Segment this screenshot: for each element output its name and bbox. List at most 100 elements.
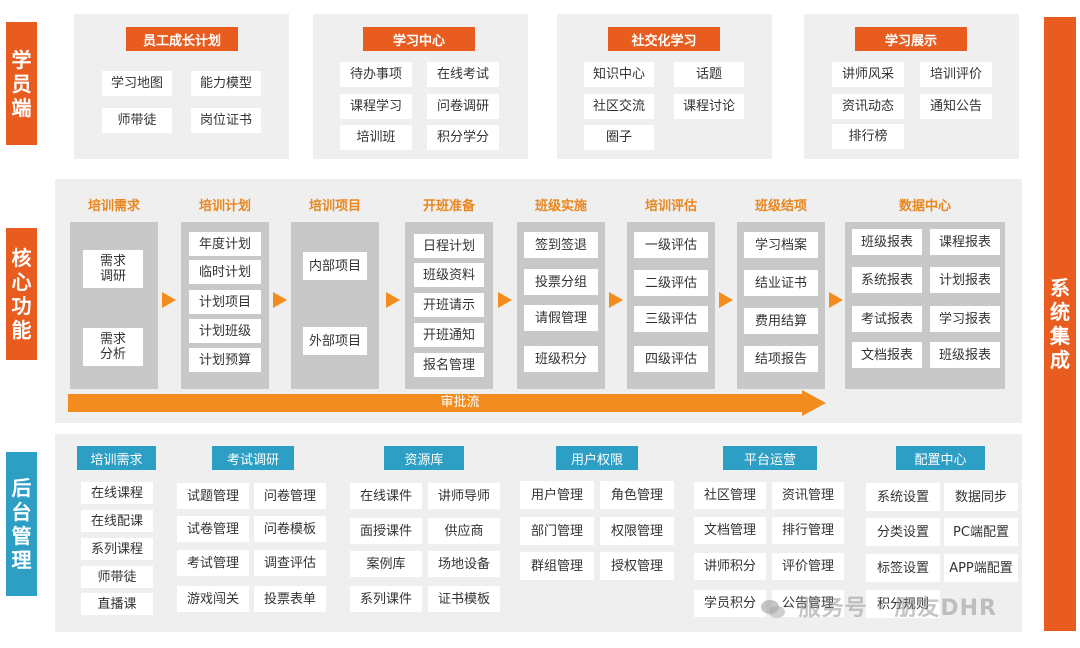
stage-item[interactable]: 需求 调研 <box>83 250 143 288</box>
backend-item[interactable]: PC端配置 <box>944 518 1018 546</box>
stage-item[interactable]: 四级评估 <box>634 346 708 372</box>
student-item[interactable]: 通知公告 <box>920 94 992 119</box>
backend-item[interactable]: 问卷模板 <box>254 516 326 542</box>
backend-item[interactable]: 系统设置 <box>866 483 940 511</box>
stage-item[interactable]: 计划班级 <box>189 319 261 343</box>
backend-item[interactable]: 案例库 <box>350 551 422 577</box>
backend-item[interactable]: 在线配课 <box>81 510 153 532</box>
backend-item[interactable]: 问卷管理 <box>254 483 326 509</box>
backend-item[interactable]: 授权管理 <box>600 552 674 580</box>
stage-item[interactable]: 费用结算 <box>744 308 818 334</box>
backend-item[interactable]: 角色管理 <box>600 481 674 509</box>
backend-item[interactable]: 系列课件 <box>350 586 422 612</box>
student-item[interactable]: 社区交流 <box>584 94 654 119</box>
stage-item[interactable]: 年度计划 <box>189 232 261 256</box>
backend-item[interactable]: APP端配置 <box>944 554 1018 582</box>
backend-item[interactable]: 资讯管理 <box>772 482 844 509</box>
student-item[interactable]: 讲师风采 <box>832 62 904 87</box>
student-item[interactable]: 培训评价 <box>920 62 992 87</box>
backend-item[interactable]: 直播课 <box>81 593 153 615</box>
student-item[interactable]: 在线考试 <box>427 62 499 87</box>
student-item[interactable]: 培训班 <box>340 125 412 150</box>
student-item[interactable]: 知识中心 <box>584 62 654 87</box>
backend-item[interactable]: 试卷管理 <box>177 516 249 542</box>
backend-item[interactable]: 评价管理 <box>772 553 844 580</box>
student-item[interactable]: 问卷调研 <box>427 94 499 119</box>
backend-item[interactable]: 标签设置 <box>866 554 940 582</box>
student-item[interactable]: 排行榜 <box>832 124 904 149</box>
backend-item[interactable]: 师带徒 <box>81 566 153 588</box>
stage-item[interactable]: 系统报表 <box>852 267 922 293</box>
stage-item[interactable]: 签到签退 <box>524 232 598 258</box>
student-item[interactable]: 岗位证书 <box>191 108 261 133</box>
stage-item[interactable]: 结业证书 <box>744 270 818 296</box>
stage-item[interactable]: 计划报表 <box>930 267 1000 293</box>
student-item[interactable]: 待办事项 <box>340 62 412 87</box>
backend-item[interactable]: 群组管理 <box>520 552 594 580</box>
backend-item[interactable]: 文档管理 <box>694 517 766 544</box>
backend-item[interactable]: 在线课件 <box>350 483 422 509</box>
stage-item[interactable]: 临时计划 <box>189 260 261 284</box>
backend-item[interactable]: 试题管理 <box>177 483 249 509</box>
backend-item[interactable]: 积分规则 <box>866 590 940 618</box>
backend-item[interactable]: 供应商 <box>428 518 500 544</box>
backend-item[interactable]: 调查评估 <box>254 550 326 576</box>
backend-item[interactable]: 讲师导师 <box>428 483 500 509</box>
student-item[interactable]: 积分学分 <box>427 125 499 150</box>
stage-item[interactable]: 日程计划 <box>414 234 484 258</box>
stage-item[interactable]: 报名管理 <box>414 353 484 377</box>
stage-title: 培训评估 <box>644 198 697 214</box>
stage-item[interactable]: 班级积分 <box>524 346 598 372</box>
student-item[interactable]: 能力模型 <box>191 71 261 96</box>
backend-item[interactable]: 社区管理 <box>694 482 766 509</box>
backend-item[interactable]: 游戏闯关 <box>177 586 249 612</box>
backend-item[interactable]: 面授课件 <box>350 518 422 544</box>
backend-item[interactable]: 证书模板 <box>428 586 500 612</box>
stage-item[interactable]: 内部项目 <box>303 252 367 280</box>
stage-item[interactable]: 开班请示 <box>414 293 484 317</box>
stage-title: 培训需求 <box>87 198 140 214</box>
stage-item[interactable]: 考试报表 <box>852 306 922 332</box>
stage-item[interactable]: 班级报表 <box>852 229 922 255</box>
backend-item[interactable]: 数据同步 <box>944 483 1018 511</box>
stage-item[interactable]: 外部项目 <box>303 327 367 355</box>
backend-item[interactable]: 考试管理 <box>177 550 249 576</box>
backend-item[interactable]: 场地设备 <box>428 551 500 577</box>
backend-group-title: 平台运营 <box>723 446 817 470</box>
stage-item[interactable]: 一级评估 <box>634 232 708 258</box>
stage-item[interactable]: 二级评估 <box>634 270 708 296</box>
backend-item[interactable]: 排行管理 <box>772 517 844 544</box>
backend-item[interactable]: 投票表单 <box>254 586 326 612</box>
stage-item[interactable]: 投票分组 <box>524 269 598 295</box>
student-item[interactable]: 话题 <box>674 62 744 87</box>
stage-item[interactable]: 课程报表 <box>930 229 1000 255</box>
stage-item[interactable]: 三级评估 <box>634 306 708 332</box>
student-item[interactable]: 课程讨论 <box>674 94 744 119</box>
stage-item[interactable]: 开班通知 <box>414 323 484 347</box>
backend-item[interactable]: 公告管理 <box>772 590 844 617</box>
stage-item[interactable]: 班级报表 <box>930 342 1000 368</box>
student-item[interactable]: 师带徒 <box>102 108 172 133</box>
stage-item[interactable]: 计划预算 <box>189 348 261 372</box>
backend-item[interactable]: 系列课程 <box>81 538 153 560</box>
backend-item[interactable]: 用户管理 <box>520 481 594 509</box>
student-item[interactable]: 课程学习 <box>340 94 412 119</box>
backend-item[interactable]: 学员积分 <box>694 590 766 617</box>
stage-item[interactable]: 请假管理 <box>524 305 598 331</box>
backend-item[interactable]: 权限管理 <box>600 517 674 545</box>
backend-item[interactable]: 分类设置 <box>866 518 940 546</box>
student-item[interactable]: 资讯动态 <box>832 94 904 119</box>
stage-item[interactable]: 计划项目 <box>189 290 261 314</box>
backend-item[interactable]: 部门管理 <box>520 517 594 545</box>
stage-item[interactable]: 结项报告 <box>744 346 818 372</box>
stage-item[interactable]: 文档报表 <box>852 342 922 368</box>
student-item[interactable]: 学习地图 <box>102 71 172 96</box>
stage-item[interactable]: 学习档案 <box>744 232 818 258</box>
backend-group-title: 用户权限 <box>556 446 638 470</box>
backend-item[interactable]: 在线课程 <box>81 482 153 504</box>
stage-item[interactable]: 班级资料 <box>414 263 484 287</box>
backend-item[interactable]: 讲师积分 <box>694 553 766 580</box>
stage-item[interactable]: 需求 分析 <box>83 328 143 366</box>
student-item[interactable]: 圈子 <box>584 125 654 150</box>
stage-item[interactable]: 学习报表 <box>930 306 1000 332</box>
